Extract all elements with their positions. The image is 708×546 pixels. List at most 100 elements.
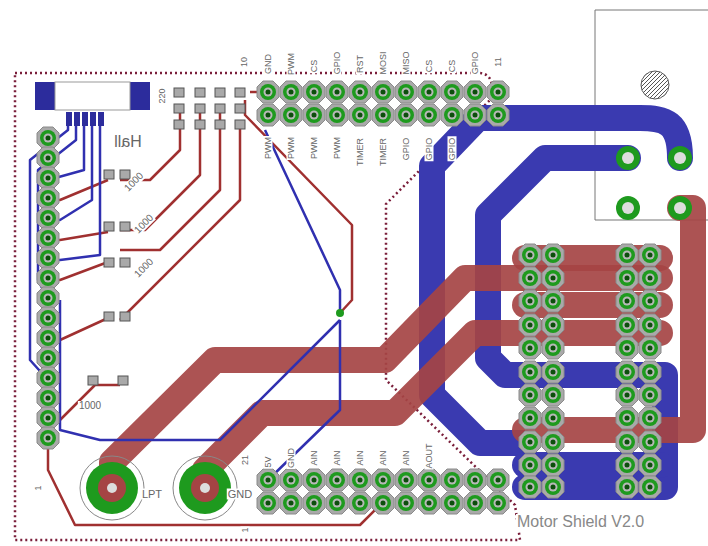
- header-pad: [395, 492, 417, 514]
- header-pad: [418, 492, 440, 514]
- header-pad: [639, 337, 661, 359]
- header-pad: [37, 127, 59, 149]
- header-pad: [519, 337, 541, 359]
- header-pad: [349, 104, 371, 126]
- motor-pad: [622, 202, 634, 214]
- header-pad: [37, 427, 59, 449]
- header-pad: [487, 469, 509, 491]
- header-pad: [326, 81, 348, 103]
- smd-resistor: [120, 312, 130, 321]
- silkscreen-label: GPIO: [402, 137, 411, 162]
- header-pad: [542, 407, 564, 429]
- header-pad: [487, 81, 509, 103]
- smd-resistor: [174, 104, 184, 113]
- hall-connector: [82, 112, 88, 126]
- silkscreen-label: AIN: [402, 449, 411, 466]
- smd-resistor: [235, 88, 245, 97]
- silkscreen-label: 10: [240, 56, 249, 68]
- smd-resistor: [215, 120, 225, 129]
- header-pad: [639, 267, 661, 289]
- power-trace-top: [112, 278, 660, 488]
- silkscreen-label: RST: [356, 54, 365, 74]
- header-pad: [349, 469, 371, 491]
- header-pad: [519, 407, 541, 429]
- header-pad: [464, 492, 486, 514]
- lpt-pad: [191, 474, 219, 502]
- silkscreen-label: 1: [241, 526, 250, 533]
- hall-connector: [35, 82, 150, 126]
- silkscreen-label: 1: [34, 484, 43, 491]
- silkscreen-label: 1000: [122, 170, 146, 194]
- header-pad: [542, 314, 564, 336]
- header-pad: [37, 287, 59, 309]
- hall-connector: [66, 112, 72, 126]
- header-pad: [616, 454, 638, 476]
- header-pad: [542, 290, 564, 312]
- header-pad: [37, 407, 59, 429]
- signal-trace-bottom: [60, 300, 340, 440]
- board-title: Motor Shield V2.0: [516, 514, 645, 530]
- silkscreen-label: MISO: [402, 50, 411, 75]
- header-pad: [519, 244, 541, 266]
- power-trace-top: [112, 208, 693, 488]
- signal-trace-bottom: [30, 118, 68, 380]
- signal-trace-bottom: [38, 118, 76, 300]
- header-pad: [519, 431, 541, 453]
- motor-pad: [616, 146, 640, 170]
- smd-resistor: [120, 258, 130, 267]
- silkscreen-label: GPIO: [471, 51, 480, 76]
- silkscreen-label: AIN: [333, 449, 342, 466]
- header-pad: [464, 104, 486, 126]
- via: [336, 309, 344, 317]
- signal-trace-bottom: [30, 118, 340, 480]
- silkscreen-label: PWM: [310, 136, 319, 160]
- silkscreen-label: PWM: [264, 136, 273, 160]
- lpt-pad: [86, 462, 138, 514]
- header-pad: [639, 314, 661, 336]
- silkscreen-label: 11: [494, 56, 503, 67]
- header-pad: [326, 492, 348, 514]
- header-pad: [303, 104, 325, 126]
- header-pad: [372, 81, 394, 103]
- smd-resistor: [104, 170, 114, 179]
- silkscreen-label: PWM: [333, 136, 342, 160]
- smd-resistor: [120, 222, 130, 231]
- silkscreen-label: AIN: [310, 449, 319, 466]
- motor-pad: [616, 196, 640, 220]
- silkscreen-label: 1000: [78, 401, 102, 411]
- header-pad: [542, 431, 564, 453]
- smd-resistor: [104, 222, 114, 231]
- mount-hole: [641, 71, 669, 99]
- smd-resistor: [195, 120, 205, 129]
- header-pad: [639, 454, 661, 476]
- power-trace-top: [525, 245, 660, 271]
- silkscreen-label: GPIO: [425, 137, 434, 162]
- silkscreen-label: PWM: [287, 52, 296, 76]
- header-pad: [395, 81, 417, 103]
- header-pad: [616, 337, 638, 359]
- power-trace-bottom: [525, 452, 660, 478]
- header-pad: [372, 104, 394, 126]
- signal-trace-top: [245, 100, 352, 313]
- header-pad: [37, 147, 59, 169]
- lpt-pad: [80, 456, 237, 520]
- header-pad: [639, 384, 661, 406]
- signal-trace-top: [48, 440, 385, 525]
- smd-resistor: [195, 88, 205, 97]
- header-pad: [303, 81, 325, 103]
- header-pad: [349, 492, 371, 514]
- signal-trace-top: [120, 110, 220, 250]
- silkscreen-label: GND: [227, 489, 253, 500]
- header-pad: [616, 361, 638, 383]
- smd-resistor: [235, 120, 245, 129]
- header-pad: [372, 492, 394, 514]
- header-pad: [616, 384, 638, 406]
- silkscreen-label: LPT: [141, 489, 163, 500]
- silkscreen-label: TIMER: [356, 137, 365, 167]
- header-pad: [542, 244, 564, 266]
- silkscreen-label: 220: [158, 87, 167, 104]
- header-pad: [257, 81, 279, 103]
- header-pad: [519, 267, 541, 289]
- header-pad: [37, 227, 59, 249]
- silkscreen-label: 1000: [132, 212, 156, 236]
